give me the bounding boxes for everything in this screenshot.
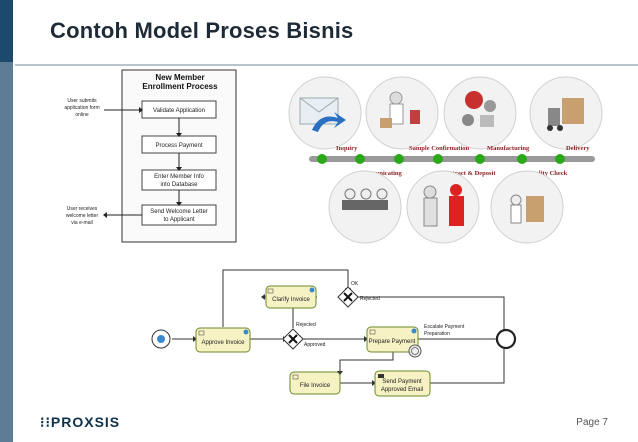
task-approve-invoice (195, 327, 251, 353)
task-clarify-invoice (265, 285, 317, 309)
handshake-icon (449, 196, 464, 226)
task-file-invoice (289, 371, 341, 395)
gateway-clarify (337, 286, 359, 308)
input-note-2: application form (64, 105, 99, 111)
stage-manufacturing: Manufacturing (487, 145, 530, 152)
stage-sample-confirmation: Sample Confirmation (409, 145, 470, 152)
sidebar-accent (0, 0, 13, 442)
sidebar-accent-top (0, 0, 13, 62)
task-send-email (374, 370, 431, 397)
title-divider (15, 64, 638, 66)
step-payment-label: Process Payment (155, 143, 202, 149)
stage-delivery: Delivery (566, 145, 590, 152)
stage-inquiry: Inquiry (336, 145, 358, 152)
task-clarify-label: Clarify Invoice (272, 297, 310, 303)
output-note-2: welcome letter (66, 213, 99, 219)
contract-illustration (406, 170, 480, 244)
logo-text: PROXSIS (50, 414, 121, 430)
flow-label-rejected-clarify: Rejected (360, 296, 380, 302)
boxes-icon (526, 196, 544, 222)
stage-contract-deposit: Contract & Deposit (441, 170, 496, 177)
task-file-label: File Invoice (300, 383, 331, 389)
logo-mark-icon: ⁝⁝ (40, 414, 51, 430)
gateway-approval (282, 328, 304, 350)
output-note-3: via e-mail (71, 220, 92, 226)
output-note-1: User receives (67, 206, 98, 212)
step-validate-label: Validate Application (153, 108, 205, 114)
proxsis-logo: ⁝⁝PROXSIS (40, 414, 120, 431)
stage-communicating: Communicating (357, 170, 403, 177)
timeline-nodes (317, 154, 565, 164)
stage-quality-check: Quality Check (527, 170, 568, 177)
enrollment-diagram: New Member Enrollment Process Validate A… (64, 69, 237, 243)
task-prepare-label: Prepare Payment (369, 339, 416, 345)
task-approve-label: Approve Invoice (201, 340, 245, 346)
arrow-icon (312, 112, 346, 132)
enrollment-heading-line1: New Member (155, 73, 204, 82)
forklift-icon (548, 108, 560, 126)
lifecycle-diagram: Inquiry Sample Confirmation Manufacturin… (288, 76, 603, 244)
page-number: Page 7 (576, 417, 608, 428)
flow-label-rejected: Rejected (296, 322, 316, 328)
task-send-label-2: Approved Email (381, 387, 423, 393)
escalate-label-1: Escalate Payment (424, 324, 465, 330)
enrollment-heading-line2: Enrollment Process (142, 82, 218, 91)
escalate-label-2: Preparation (424, 331, 450, 337)
gear-icon (465, 91, 483, 109)
page-title: Contoh Model Proses Bisnis (50, 18, 354, 43)
flow-label-ok: OK (351, 281, 359, 287)
step-welcome-label-2: to Applicant (163, 217, 194, 223)
manufacturing-illustration (443, 76, 517, 150)
task-send-label-1: Send Payment (382, 379, 422, 385)
end-event (495, 328, 517, 350)
invoice-process-diagram: Clarify Invoice Approve Invoice Prepare … (151, 269, 517, 397)
input-note-3: online (75, 112, 89, 118)
input-note-1: User submits (67, 98, 97, 104)
step-welcome-label-1: Send Welcome Letter (150, 209, 208, 215)
task-prepare-payment (366, 326, 419, 353)
timer-event (408, 344, 422, 358)
step-member-info-label-2: into Database (160, 182, 198, 188)
flow-label-approved: Approved (304, 342, 326, 348)
step-member-info-label-1: Enter Member Info (154, 174, 204, 180)
